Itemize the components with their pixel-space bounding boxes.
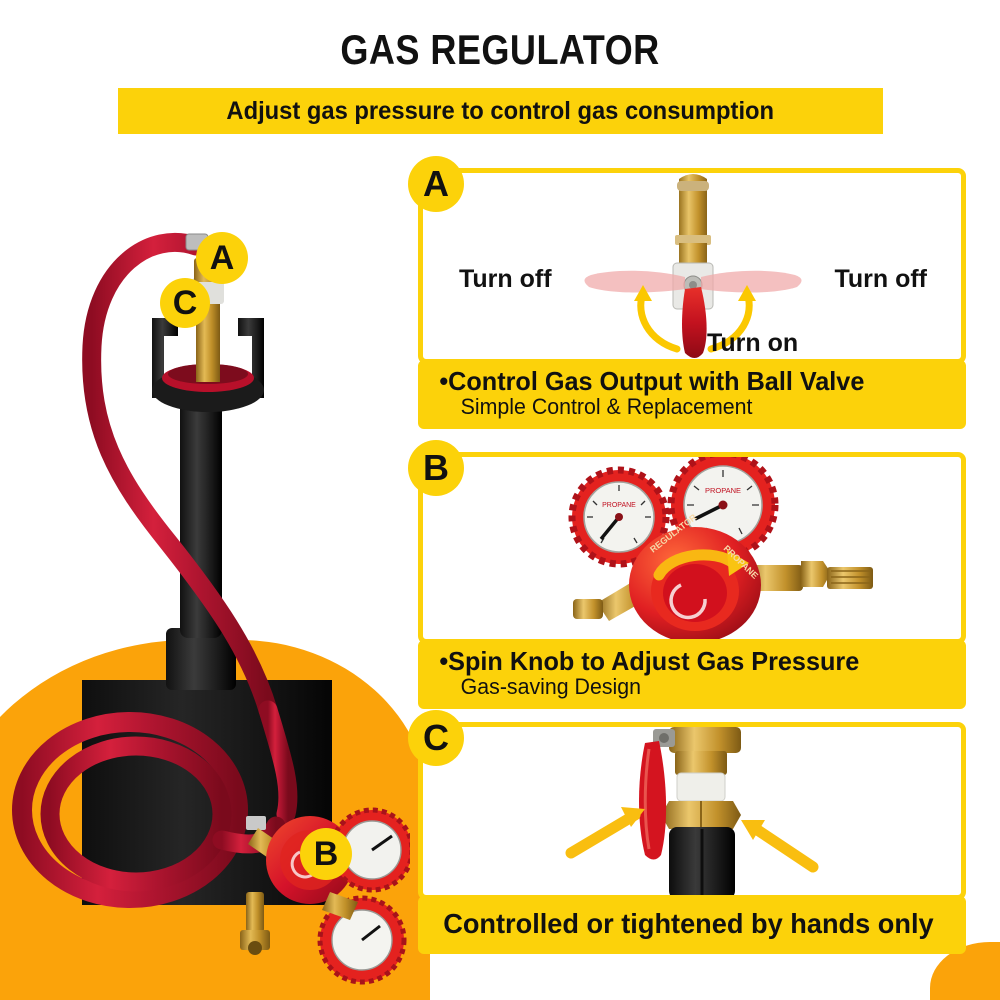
turn-on-label: Turn on [707, 329, 799, 357]
panel-a-caption-sub: Simple Control & Replacement [460, 394, 753, 420]
hose-connector-illustration [565, 727, 819, 895]
panel-b-badge: B [408, 440, 464, 496]
subtitle-banner: Adjust gas pressure to control gas consu… [118, 88, 883, 134]
panel-c-caption-main: Controlled or tightened by hands only [443, 908, 934, 939]
panel-b-caption-main: •Spin Knob to Adjust Gas Pressure [418, 647, 950, 675]
turn-off-left-label: Turn off [459, 265, 552, 293]
panel-a-image-frame: Turn off Turn off Turn on [418, 168, 966, 364]
panel-c-image-frame [418, 722, 966, 900]
panel-a-caption: •Control Gas Output with Ball Valve Simp… [418, 360, 966, 429]
panel-c-badge-label: C [423, 717, 449, 758]
callout-badge-a: A [196, 232, 248, 284]
gauge-left: PROPANE [568, 466, 670, 568]
panel-b-image-frame: PROPANE PROPANE [418, 452, 966, 644]
callout-badge-b-label: B [313, 834, 339, 873]
panel-b-caption: •Spin Knob to Adjust Gas Pressure Gas-sa… [418, 640, 966, 709]
panel-b-caption-sub: Gas-saving Design [460, 674, 641, 700]
callout-badge-c-label: C [172, 283, 198, 322]
panel-a-bullet: • [439, 366, 449, 396]
panel-b-badge-label: B [423, 447, 449, 488]
panel-a-caption-main-text: Control Gas Output with Ball Valve [448, 366, 865, 396]
panel-b-caption-main-text: Spin Knob to Adjust Gas Pressure [448, 646, 860, 676]
panel-b: PROPANE PROPANE [408, 440, 966, 709]
callout-badge-b: B [300, 828, 352, 880]
subtitle-text: Adjust gas pressure to control gas consu… [226, 96, 775, 125]
panel-c: Controlled or tightened by hands only C [408, 710, 966, 955]
panel-c-badge: C [408, 710, 464, 766]
panel-b-bullet: • [439, 646, 449, 676]
panel-a-badge-label: A [423, 163, 449, 204]
panel-c-caption: Controlled or tightened by hands only [418, 896, 966, 955]
svg-text:PROPANE: PROPANE [602, 502, 636, 509]
panel-a: Turn off Turn off Turn on •Control Gas O… [408, 156, 966, 429]
regulator-illustration: PROPANE PROPANE [568, 457, 873, 639]
product-photo: A C B [0, 150, 415, 1000]
callout-badge-a-label: A [209, 238, 235, 277]
svg-text:PROPANE: PROPANE [705, 486, 741, 495]
ball-valve-illustration [584, 174, 802, 358]
callout-badge-c: C [160, 278, 210, 328]
page-title: GAS REGULATOR [340, 26, 660, 73]
turn-off-right-label: Turn off [834, 265, 927, 293]
panel-a-badge: A [408, 156, 464, 212]
panel-a-caption-main: •Control Gas Output with Ball Valve [418, 367, 950, 395]
